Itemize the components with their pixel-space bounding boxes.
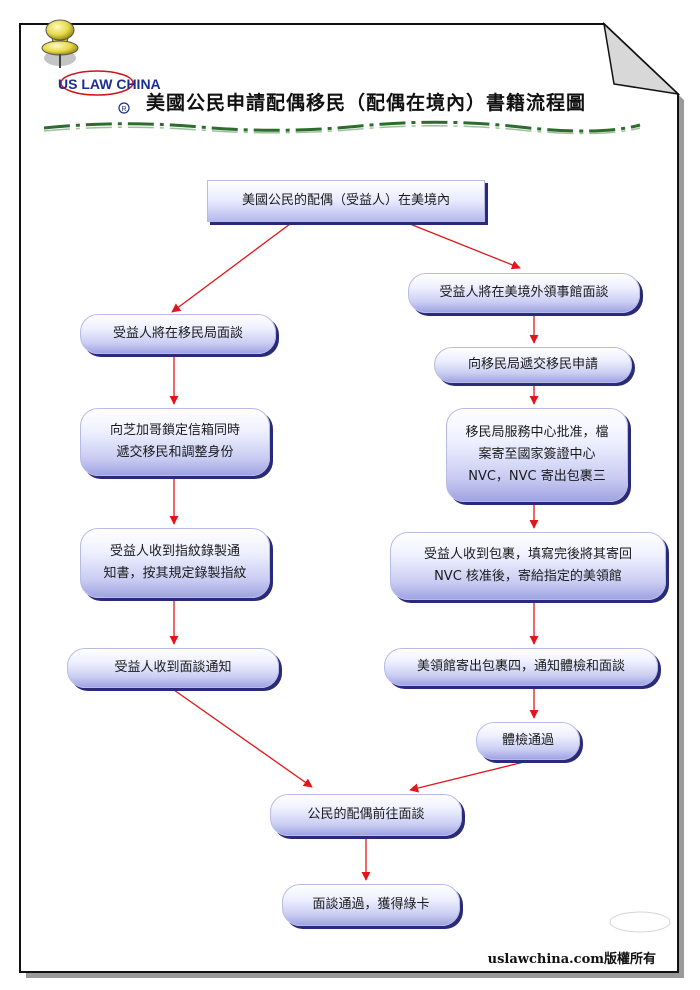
node-right-return-package: 受益人收到包裹，填寫完後將其寄回 NVC 核准後，寄給指定的美領館 (390, 532, 666, 600)
pushpin-icon (41, 19, 79, 68)
decorative-rule (43, 120, 641, 135)
node-right-medical-passed: 體檢通過 (476, 722, 580, 760)
node-merge-interview: 公民的配偶前往面談 (270, 794, 462, 836)
node-left-fingerprint: 受益人收到指紋錄製通 知書，按其規定錄製指紋 (80, 528, 270, 598)
page-title: 美國公民申請配偶移民（配偶在境內）書籍流程圖 (146, 92, 587, 114)
svg-text:R: R (122, 106, 127, 113)
uslawchina-logo-icon: R (60, 70, 134, 114)
flow-arrows (169, 223, 539, 881)
node-right-file-petition: 向移民局遞交移民申請 (434, 347, 632, 383)
copyright-footer: uslawchina.com版權所有 (487, 952, 656, 967)
arrow-right-merge (409, 761, 525, 793)
watermark-logo-icon (609, 911, 671, 933)
node-start: 美國公民的配偶（受益人）在美境內 (207, 180, 485, 222)
node-left-file-chicago: 向芝加哥鎖定信箱同時 遞交移民和調整身份 (80, 408, 270, 476)
folded-corner (602, 21, 681, 96)
arrow-start-right (409, 223, 521, 270)
node-right-consulate-interview: 受益人將在美境外領事館面談 (408, 273, 640, 313)
arrow-start-left (171, 223, 291, 313)
node-right-package4: 美領館寄出包裹四，通知體檢和面談 (384, 648, 658, 686)
node-end-green-card: 面談通過，獲得綠卡 (282, 884, 460, 926)
node-left-interview-notice: 受益人收到面談通知 (67, 648, 279, 688)
logo-text: US LAW CHINA (58, 76, 161, 92)
node-right-nvc-package3: 移民局服務中心批准，檔 案寄至國家簽證中心 NVC，NVC 寄出包裹三 (446, 408, 628, 502)
node-left-interview-uscis: 受益人將在移民局面談 (80, 314, 276, 354)
arrow-left-merge (173, 689, 313, 788)
